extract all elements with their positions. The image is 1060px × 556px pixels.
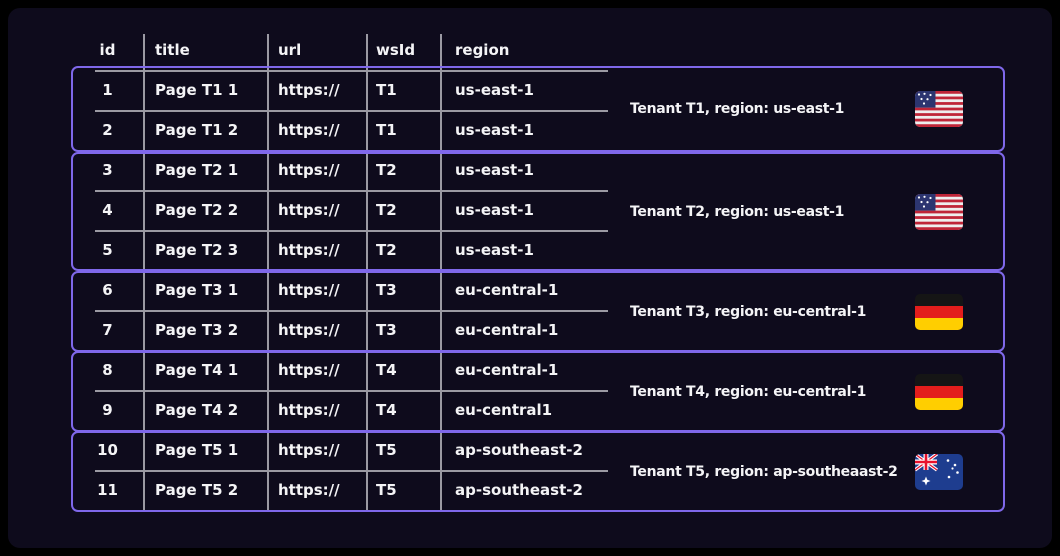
cell-url: https:// [278,161,340,179]
cell-id: 2 [102,121,113,139]
cell-title: Page T2 1 [155,161,239,179]
diagram-panel [8,8,1052,548]
cell-wsid: T3 [376,321,397,339]
cell-url: https:// [278,321,340,339]
tenant-group-label: Tenant T1, region: us-east-1 [630,101,845,117]
tenant-group-t1: Tenant T1, region: us-east-1 [71,66,1005,152]
cell-title: Page T1 2 [155,121,239,139]
tenant-group-t5: Tenant T5, region: ap-southeaast-2 [71,431,1005,512]
tenant-group-t2: Tenant T2, region: us-east-1 [71,152,1005,271]
de-flag-icon [915,293,963,330]
cell-id: 4 [102,201,113,219]
cell-url: https:// [278,121,340,139]
table-row: 2 Page T1 2 https:// T1 us-east-1 [0,110,608,150]
tenant-group-t4: Tenant T4, region: eu-central-1 [71,351,1005,432]
cell-title: Page T5 2 [155,481,239,499]
cell-wsid: T2 [376,161,397,179]
row-divider [95,310,608,312]
table-row: 7 Page T3 2 https:// T3 eu-central-1 [0,310,608,350]
cell-id: 5 [102,241,113,259]
cell-url: https:// [278,361,340,379]
cell-id: 6 [102,281,113,299]
cell-region: us-east-1 [455,161,534,179]
cell-url: https:// [278,481,340,499]
cell-wsid: T2 [376,241,397,259]
cell-region: us-east-1 [455,241,534,259]
row-divider [95,190,608,192]
cell-wsid: T4 [376,361,397,379]
table-row: 1 Page T1 1 https:// T1 us-east-1 [0,70,608,110]
column-header-url: url [278,41,302,59]
cell-title: Page T5 1 [155,441,239,459]
cell-wsid: T2 [376,201,397,219]
column-header-id: id [99,41,116,59]
cell-url: https:// [278,441,340,459]
table-row: 6 Page T3 1 https:// T3 eu-central-1 [0,270,608,310]
cell-region: ap-southeast-2 [455,481,583,499]
cell-id: 3 [102,161,113,179]
cell-url: https:// [278,201,340,219]
cell-wsid: T1 [376,81,397,99]
table-row: 5 Page T2 3 https:// T2 us-east-1 [0,230,608,270]
column-header-wsid: wsId [376,41,416,59]
cell-id: 10 [97,441,118,459]
tenant-group-label: Tenant T4, region: eu-central-1 [630,383,867,400]
us-flag-icon [915,193,963,230]
row-divider [95,390,608,392]
table-row: 8 Page T4 1 https:// T4 eu-central-1 [0,350,608,390]
column-header-title: title [155,41,190,59]
cell-url: https:// [278,81,340,99]
cell-region: us-east-1 [455,81,534,99]
cell-title: Page T1 1 [155,81,239,99]
au-flag-icon [915,453,963,490]
cell-region: eu-central1 [455,401,553,419]
tenant-group-t3: Tenant T3, region: eu-central-1 [71,271,1005,352]
row-divider [95,230,608,232]
row-divider [95,470,608,472]
cell-region: eu-central-1 [455,281,559,299]
cell-title: Page T2 3 [155,241,239,259]
table-row: 11 Page T5 2 https:// T5 ap-southeast-2 [0,470,608,510]
cell-id: 9 [102,401,113,419]
cell-region: eu-central-1 [455,361,559,379]
cell-wsid: T3 [376,281,397,299]
row-divider [95,70,608,72]
cell-region: us-east-1 [455,201,534,219]
cell-wsid: T5 [376,441,397,459]
cell-wsid: T4 [376,401,397,419]
tenant-group-label: Tenant T5, region: ap-southeaast-2 [630,463,898,480]
cell-region: ap-southeast-2 [455,441,583,459]
table-row: 9 Page T4 2 https:// T4 eu-central1 [0,390,608,430]
cell-region: us-east-1 [455,121,534,139]
cell-title: Page T3 1 [155,281,239,299]
cell-title: Page T2 2 [155,201,239,219]
cell-url: https:// [278,281,340,299]
cell-id: 8 [102,361,113,379]
tenant-group-label: Tenant T2, region: us-east-1 [630,203,845,220]
cell-title: Page T4 1 [155,361,239,379]
table-row: 10 Page T5 1 https:// T5 ap-southeast-2 [0,430,608,470]
cell-wsid: T1 [376,121,397,139]
cell-id: 11 [97,481,118,499]
cell-url: https:// [278,241,340,259]
cell-url: https:// [278,401,340,419]
us-flag-icon [915,91,963,127]
row-divider [95,110,608,112]
cell-id: 1 [102,81,113,99]
table-header: id title url wsId region [0,38,608,66]
cell-id: 7 [102,321,113,339]
cell-title: Page T3 2 [155,321,239,339]
table-row: 3 Page T2 1 https:// T2 us-east-1 [0,150,608,190]
cell-region: eu-central-1 [455,321,559,339]
column-header-region: region [455,41,510,59]
de-flag-icon [915,373,963,410]
tenant-group-label: Tenant T3, region: eu-central-1 [630,303,867,320]
cell-title: Page T4 2 [155,401,239,419]
cell-wsid: T5 [376,481,397,499]
table-row: 4 Page T2 2 https:// T2 us-east-1 [0,190,608,230]
